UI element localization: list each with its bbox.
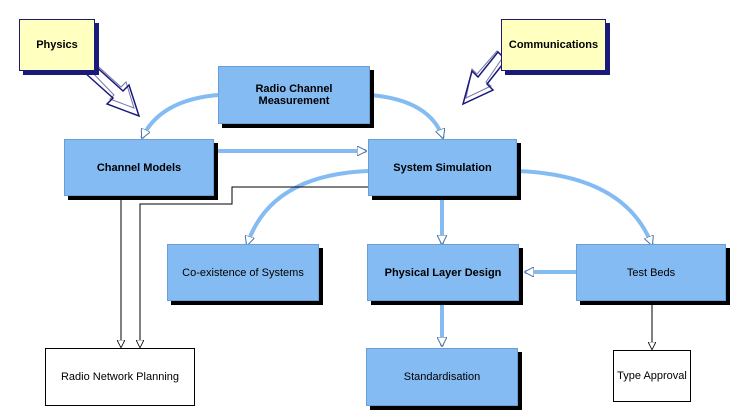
coexistence-label: Co-existence of Systems xyxy=(182,266,304,279)
link-system-simulation-to-coexistence xyxy=(247,169,369,245)
test-beds-box: Test Beds xyxy=(576,244,726,301)
channel-models-box: Channel Models xyxy=(64,139,214,196)
physical-layer-design-box: Physical Layer Design xyxy=(367,244,519,301)
physical-layer-design-label: Physical Layer Design xyxy=(384,266,502,279)
physics-arrow xyxy=(82,59,141,118)
link-measurement-to-channel-models xyxy=(140,93,219,138)
link-system-simulation-to-test-beds xyxy=(516,169,652,245)
radio-channel-measurement-box: Radio Channel Measurement xyxy=(218,66,370,124)
link-system-simulation-to-network-planning xyxy=(140,186,368,347)
communications-label: Communications xyxy=(508,39,599,51)
standardisation-label: Standardisation xyxy=(403,371,481,383)
system-simulation-box: System Simulation xyxy=(368,139,517,196)
system-simulation-label: System Simulation xyxy=(393,161,492,174)
communications-note: Communications xyxy=(501,19,606,71)
test-beds-label: Test Beds xyxy=(626,266,676,279)
type-approval-box: Type Approval xyxy=(613,350,691,402)
physics-label: Physics xyxy=(36,39,78,51)
type-approval-label: Type Approval xyxy=(617,370,687,382)
coexistence-box: Co-existence of Systems xyxy=(167,244,319,301)
channel-models-label: Channel Models xyxy=(96,161,182,174)
link-measurement-to-system-simulation xyxy=(369,93,443,138)
radio-network-planning-label: Radio Network Planning xyxy=(60,371,179,383)
standardisation-box: Standardisation xyxy=(366,348,518,406)
radio-network-planning-box: Radio Network Planning xyxy=(45,348,195,406)
radio-channel-measurement-label: Radio Channel Measurement xyxy=(255,83,333,107)
communications-arrow xyxy=(461,50,508,106)
physics-note: Physics xyxy=(19,19,95,71)
